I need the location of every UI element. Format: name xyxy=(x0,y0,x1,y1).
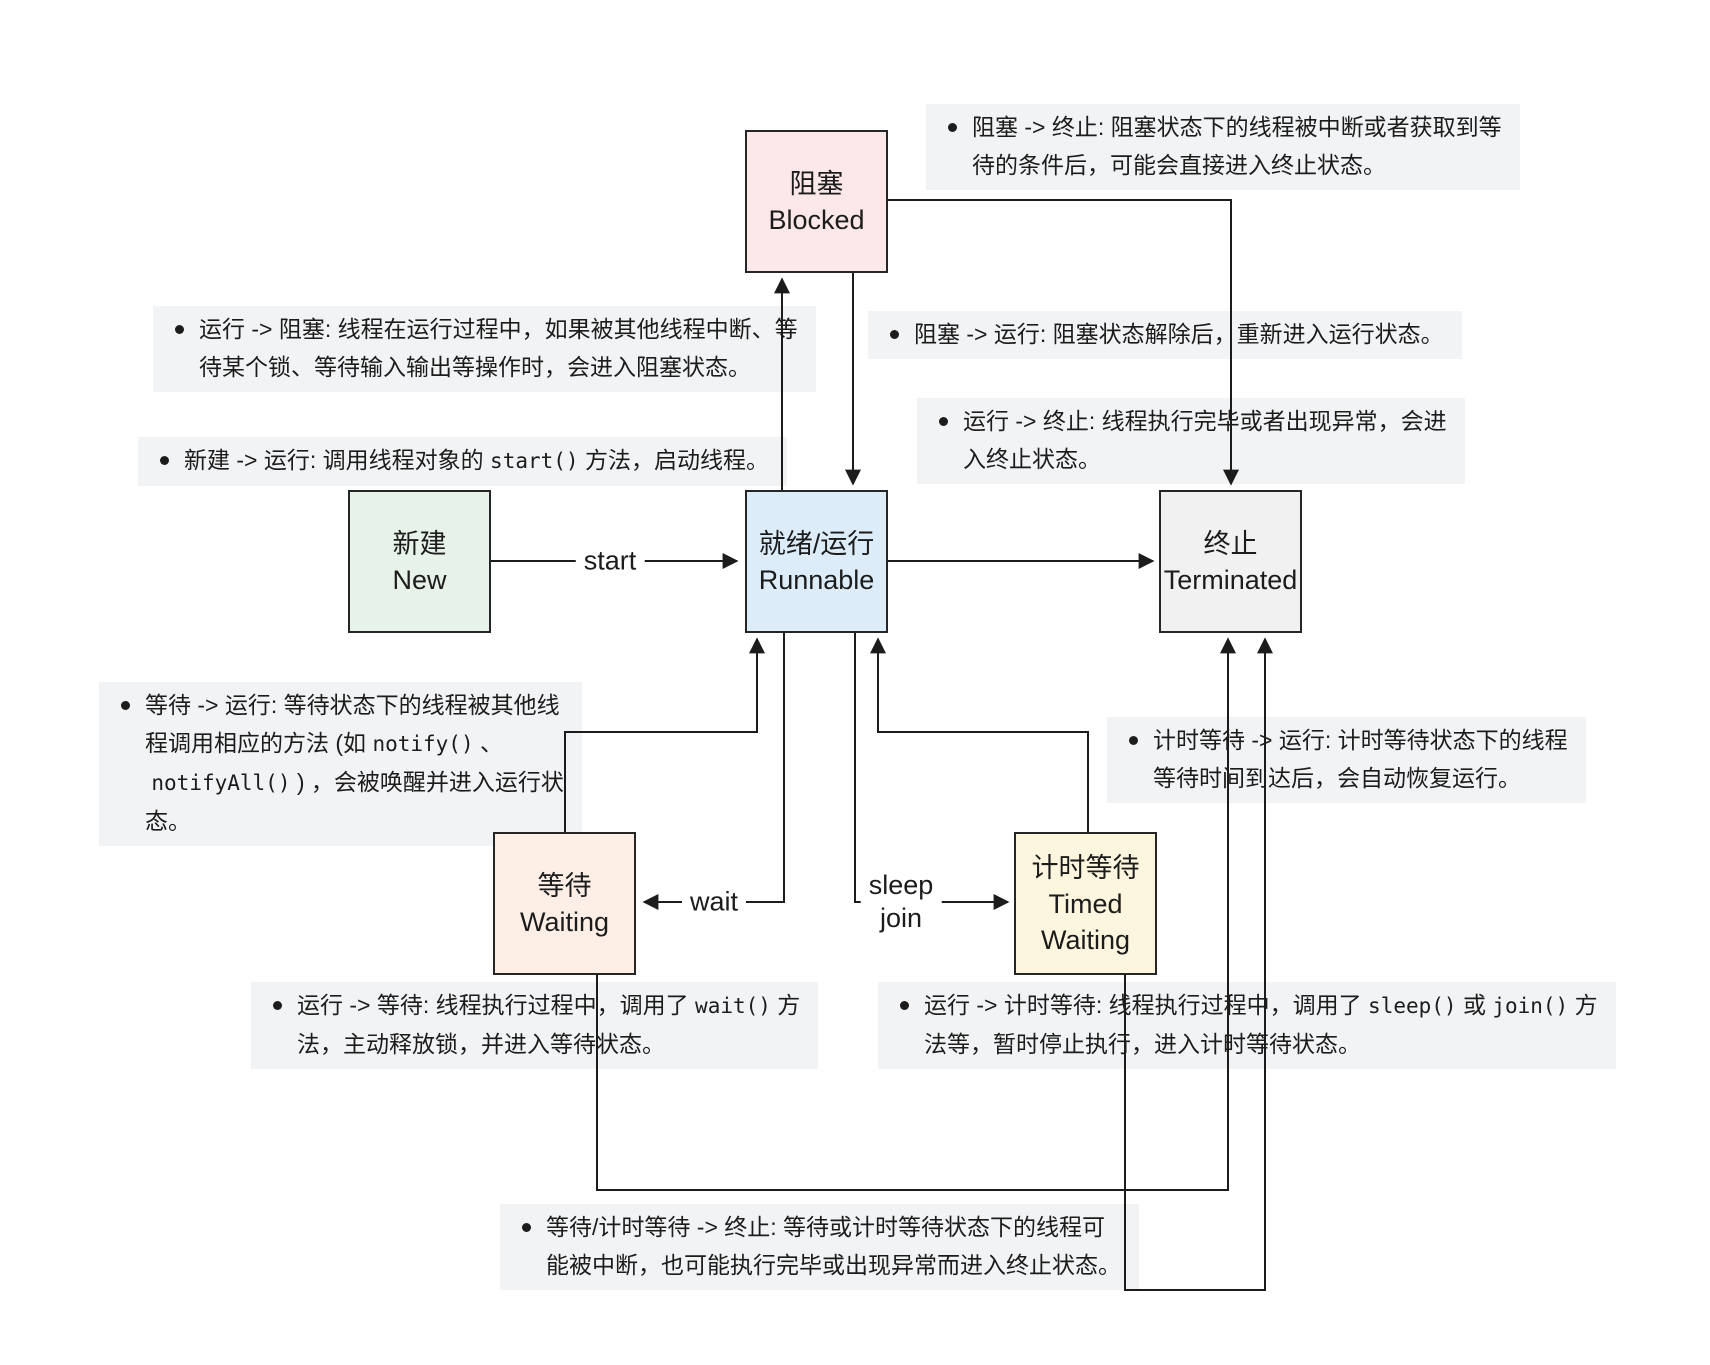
note-runnable-to-terminated: 运行 -> 终止: 线程执行完毕或者出现异常，会进入终止状态。 xyxy=(917,398,1465,484)
note-timed-waiting-to-runnable: 计时等待 -> 运行: 计时等待状态下的线程等待时间到达后，会自动恢复运行。 xyxy=(1107,717,1586,803)
bullet-icon xyxy=(939,417,948,426)
note-runnable-to-blocked: 运行 -> 阻塞: 线程在运行过程中，如果被其他线程中断、等待某个锁、等待输入输… xyxy=(153,306,816,392)
state-blocked-label-en: Blocked xyxy=(768,204,865,235)
state-blocked: 阻塞 Blocked xyxy=(745,130,888,273)
note-waiting-to-runnable: 等待 -> 运行: 等待状态下的线程被其他线程调用相应的方法 (如 notify… xyxy=(99,682,582,846)
note-runnable-to-waiting: 运行 -> 等待: 线程执行过程中，调用了 wait() 方法，主动释放锁，并进… xyxy=(251,982,819,1069)
state-waiting: 等待 Waiting xyxy=(493,832,636,975)
edge-label-start: start xyxy=(575,543,645,579)
bullet-icon xyxy=(522,1223,531,1232)
arrow-runnable-to-timed-waiting xyxy=(854,633,1010,910)
note-new-to-runnable: 新建 -> 运行: 调用线程对象的 start() 方法，启动线程。 xyxy=(138,437,787,486)
state-terminated-label-zh: 终止 xyxy=(1203,528,1258,559)
state-waiting-label-zh: 等待 xyxy=(537,870,592,901)
bullet-icon xyxy=(121,701,130,710)
bullet-icon xyxy=(890,330,899,339)
state-new: 新建 New xyxy=(348,490,491,633)
edge-label-sleep-join: sleep join xyxy=(860,868,942,936)
state-runnable-label-en: Runnable xyxy=(758,564,875,595)
note-blocked-to-runnable: 阻塞 -> 运行: 阻塞状态解除后，重新进入运行状态。 xyxy=(868,311,1462,359)
arrow-runnable-to-waiting xyxy=(642,633,785,910)
bullet-icon xyxy=(273,1001,282,1010)
state-terminated: 终止 Terminated xyxy=(1159,490,1302,633)
note-blocked-to-terminated: 阻塞 -> 终止: 阻塞状态下的线程被中断或者获取到等待的条件后，可能会直接进入… xyxy=(926,104,1520,190)
note-runnable-to-timed-waiting: 运行 -> 计时等待: 线程执行过程中，调用了 sleep() 或 join()… xyxy=(878,982,1616,1069)
state-new-label-zh: 新建 xyxy=(392,528,447,559)
state-runnable: 就绪/运行 Runnable xyxy=(745,490,888,633)
bullet-icon xyxy=(948,123,957,132)
note-waiting-timed-waiting-to-terminated: 等待/计时等待 -> 终止: 等待或计时等待状态下的线程可能被中断，也可能执行完… xyxy=(500,1204,1139,1290)
state-new-label-en: New xyxy=(392,564,447,595)
state-runnable-label-zh: 就绪/运行 xyxy=(758,528,875,559)
state-blocked-label-zh: 阻塞 xyxy=(789,168,844,199)
bullet-icon xyxy=(160,456,169,465)
state-timed-waiting: 计时等待 Timed Waiting xyxy=(1014,832,1157,975)
bullet-icon xyxy=(1129,736,1138,745)
state-timed-waiting-label-en: Timed Waiting xyxy=(1040,888,1131,955)
state-terminated-label-en: Terminated xyxy=(1163,564,1298,595)
arrow-waiting-to-runnable xyxy=(564,637,765,832)
state-waiting-label-en: Waiting xyxy=(519,906,610,937)
bullet-icon xyxy=(175,325,184,334)
bullet-icon xyxy=(900,1001,909,1010)
edge-label-wait: wait xyxy=(681,884,747,920)
state-timed-waiting-label-zh: 计时等待 xyxy=(1031,852,1140,883)
arrow-timed-waiting-to-runnable xyxy=(870,637,1089,832)
